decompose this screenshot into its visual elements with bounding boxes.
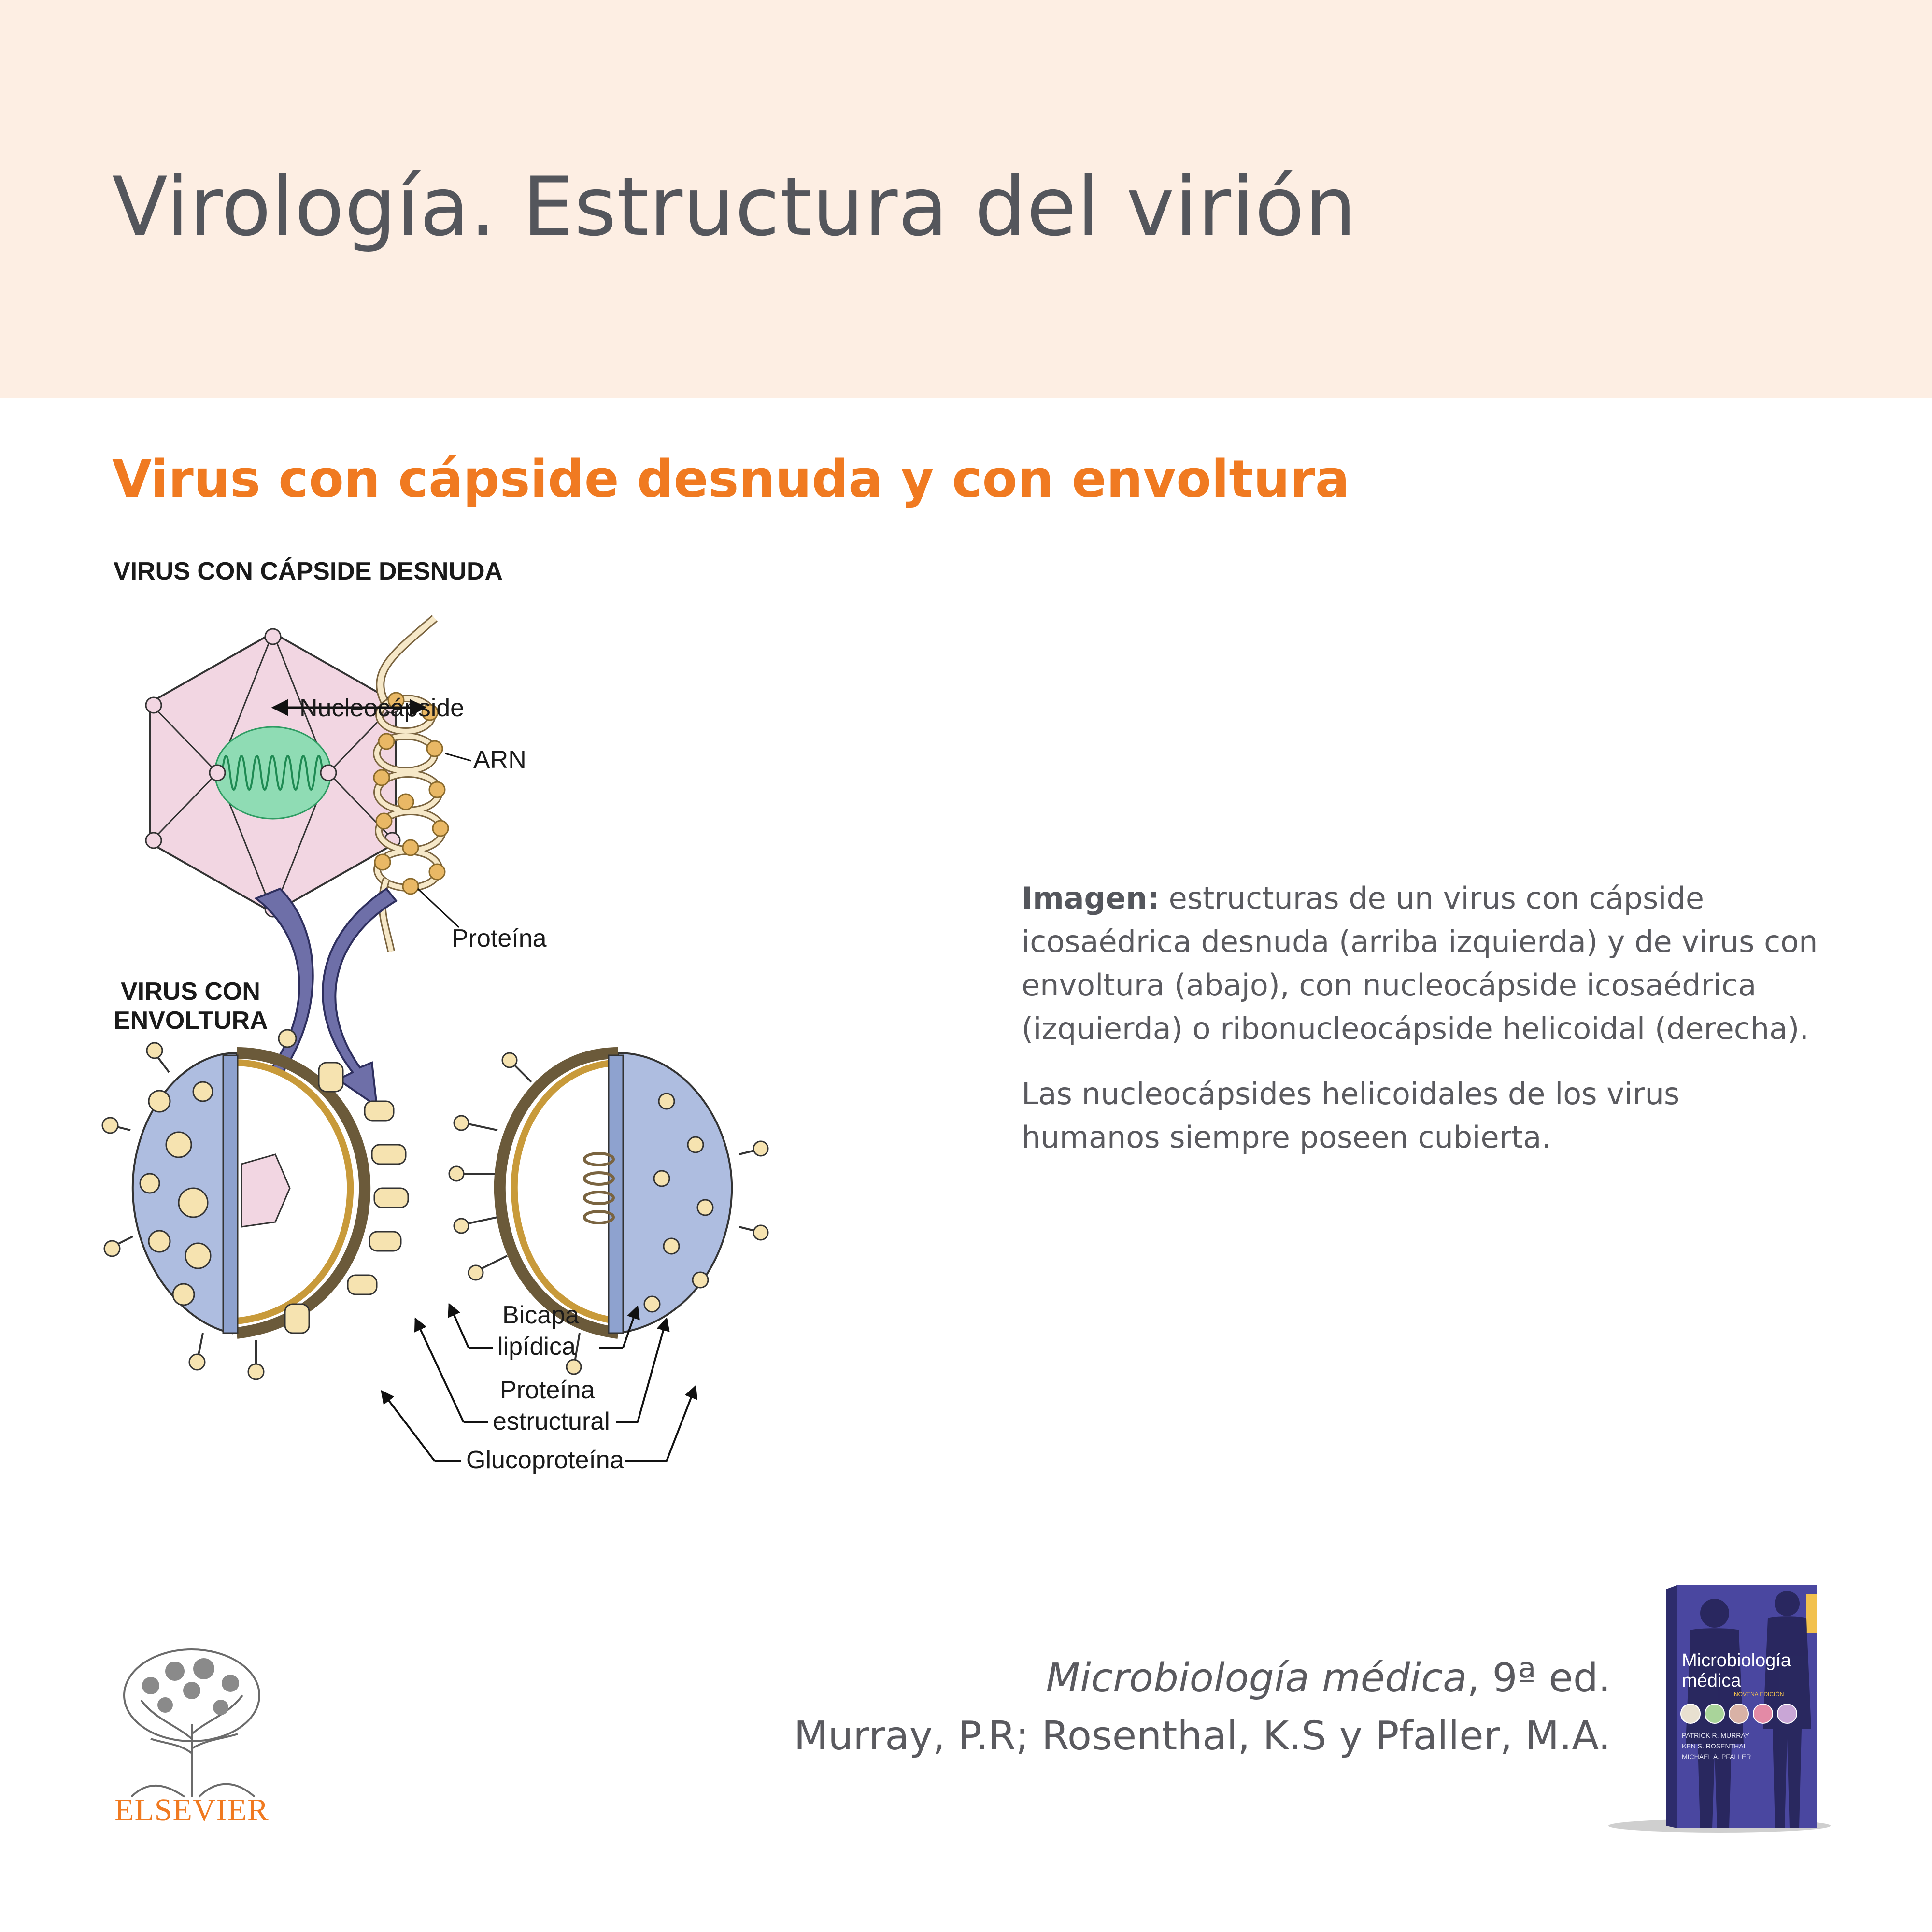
book-author-1: PATRICK R. MURRAY <box>1682 1732 1750 1739</box>
label-proteina-estructural-line1: Proteína <box>500 1376 595 1404</box>
caption-paragraph-2: Las nucleocápsides helicoidales de los v… <box>1022 1076 1680 1155</box>
enveloped-virus-icosahedral <box>101 1029 409 1380</box>
heading-enveloped-line1: VIRUS CON <box>121 978 260 1006</box>
heading-enveloped-line2: ENVOLTURA <box>114 1007 268 1035</box>
caption-text-1: estructuras de un virus con cápside icos… <box>1022 881 1818 1046</box>
image-caption: Imagen: estructuras de un virus con cáps… <box>1022 877 1818 1181</box>
book-title-line2: médica <box>1682 1671 1741 1691</box>
virus-structure-diagram: VIRUS CON CÁPSIDE DESNUDA VIRUS CON ENVO… <box>97 551 966 1497</box>
caption-paragraph-1: Imagen: estructuras de un virus con cáps… <box>1022 877 1818 1051</box>
citation-authors: Murray, P.R; Rosenthal, K.S y Pfaller, M… <box>794 1713 1611 1759</box>
elsevier-tree-icon <box>123 1648 260 1798</box>
label-bicapa-line2: lipídica <box>497 1333 576 1361</box>
book-author-3: MICHAEL A. PFALLER <box>1682 1753 1751 1761</box>
citation-title-line: Microbiología médica, 9ª ed. <box>794 1649 1611 1707</box>
label-proteina: Proteína <box>452 924 547 952</box>
helical-nucleocapsid <box>373 615 449 952</box>
citation-edition: , 9ª ed. <box>1467 1655 1611 1701</box>
label-arn: ARN <box>473 746 526 774</box>
book-title-line1: Microbiología <box>1682 1650 1791 1671</box>
heading-naked-capsid: VIRUS CON CÁPSIDE DESNUDA <box>114 557 503 585</box>
label-proteina-estructural-line2: estructural <box>493 1407 610 1435</box>
section-title: Virus con cápside desnuda y con envoltur… <box>112 449 1350 509</box>
book-author-2: KEN S. ROSENTHAL <box>1682 1742 1747 1750</box>
page-title: Virología. Estructura del virión <box>112 159 1357 254</box>
icosahedral-capsid <box>145 628 401 918</box>
book-edition: NOVENA EDICIÓN <box>1734 1690 1784 1698</box>
enveloped-virus-helical <box>448 1047 769 1375</box>
label-glucoproteina: Glucoproteína <box>466 1446 624 1474</box>
book-cover-image: Microbiología médica NOVENA EDICIÓN PATR… <box>1608 1585 1831 1833</box>
elsevier-wordmark: ELSEVIER <box>114 1792 269 1828</box>
label-bicapa-line1: Bicapa <box>502 1301 579 1329</box>
caption-label: Imagen: <box>1022 881 1159 916</box>
citation-book-title: Microbiología médica <box>1046 1655 1467 1701</box>
header-band <box>0 0 1932 398</box>
book-citation: Microbiología médica, 9ª ed. Murray, P.R… <box>794 1649 1611 1765</box>
